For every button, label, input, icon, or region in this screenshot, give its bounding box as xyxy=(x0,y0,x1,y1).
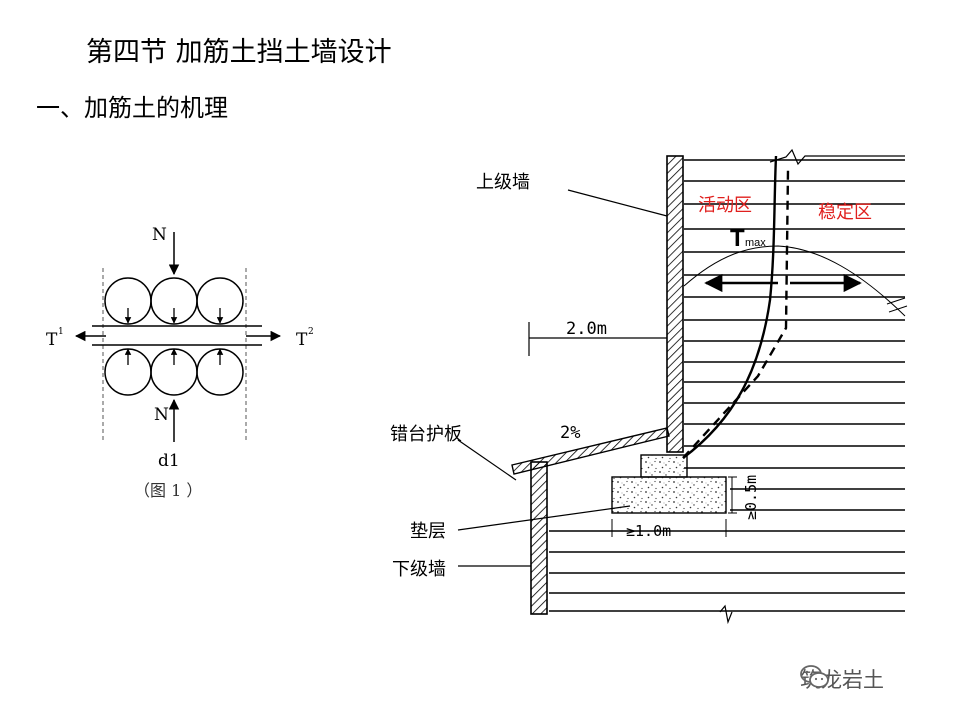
label-upper-wall: 上级墙 xyxy=(476,172,530,193)
lower-reinforcement-strips xyxy=(549,530,905,612)
upper-wall-leader xyxy=(567,189,668,217)
label-stable-zone: 稳定区 xyxy=(818,202,872,223)
fig1-boundary-lines xyxy=(102,268,247,440)
section-heading: 一、加筋土的机理 xyxy=(36,94,228,122)
label-dim-1m: ≥1.0m xyxy=(626,522,671,540)
design-rupture-line xyxy=(682,169,790,459)
upper-reinforcement-strips xyxy=(684,159,905,511)
fig1-top-particles xyxy=(104,277,244,325)
label-dim-2m: 2.0m xyxy=(566,319,607,339)
fig1-label-t2: T xyxy=(296,330,308,350)
leveling-block xyxy=(640,454,688,478)
fig1-label-n-bottom: N xyxy=(154,405,169,425)
fig1-label-t1: T xyxy=(46,330,58,350)
fig1-reinforcement-strip xyxy=(92,325,262,346)
upper-wall-face xyxy=(666,155,684,453)
figure-1: N N T 1 T 2 d1 （图 1 ） xyxy=(46,225,314,500)
label-dim-05m: ≥0.5m xyxy=(742,475,760,520)
page-title: 第四节 加筋土挡土墙设计 xyxy=(86,37,392,68)
label-cushion: 垫层 xyxy=(410,521,446,542)
figure-2: 上级墙 活动区 稳定区 T max 2.0m 2% 错台护板 垫层 下级墙 ≥1… xyxy=(390,148,908,625)
label-lower-wall: 下级墙 xyxy=(392,559,446,580)
label-slope: 2% xyxy=(560,423,580,443)
fig1-label-n-top: N xyxy=(152,225,167,245)
label-step-plate: 错台护板 xyxy=(390,424,462,445)
bottom-break-mark xyxy=(719,604,733,625)
step-cover-plate xyxy=(511,427,670,475)
label-active-zone: 活动区 xyxy=(698,195,752,216)
top-break-line xyxy=(769,148,905,166)
cushion-layer xyxy=(611,476,727,514)
max-tension-line xyxy=(682,155,778,459)
fig1-label-d1: d1 xyxy=(158,451,180,471)
curve-break-mark xyxy=(886,297,908,313)
step-plate-leader xyxy=(457,439,517,481)
fig1-label-t2-sup: 2 xyxy=(308,327,314,337)
label-tmax-sub: max xyxy=(745,237,766,249)
fig1-caption: （图 1 ） xyxy=(134,481,202,500)
label-tmax: T xyxy=(730,225,745,252)
lower-wall-face xyxy=(530,461,548,615)
cushion-leader xyxy=(457,505,631,531)
fig1-contact-arrows-up xyxy=(124,348,224,365)
wechat-icon xyxy=(800,665,829,688)
tension-distribution-curve xyxy=(683,245,906,317)
fig1-contact-arrows-down xyxy=(124,308,224,324)
fig1-label-t1-sup: 1 xyxy=(58,327,64,337)
watermark: 筑龙岩土 xyxy=(800,664,884,694)
